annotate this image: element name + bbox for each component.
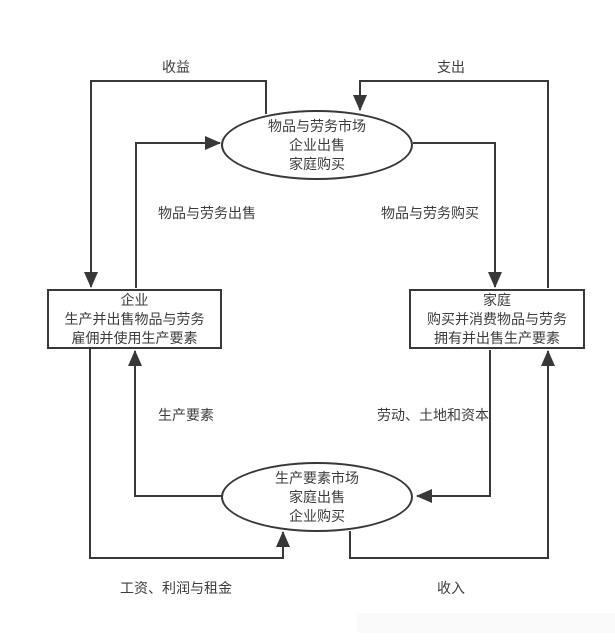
label-labor-land-capital: 劳动、土地和资本: [377, 407, 489, 423]
edge-wages: [89, 349, 290, 559]
node-goods-market: 物品与劳务市场 企业出售 家庭购买: [221, 110, 413, 180]
node-firms-line3: 雇佣并使用生产要素: [71, 329, 198, 346]
node-households: 家庭 购买并消费物品与劳务 拥有并出售生产要素: [409, 289, 585, 349]
bottom-gray-band: [357, 613, 615, 633]
edge-income: [349, 350, 555, 559]
node-factor-market-line3: 企业购买: [289, 507, 345, 524]
edge-goods-bought: [413, 142, 502, 288]
node-households-line3: 拥有并出售生产要素: [434, 329, 560, 346]
edge-revenue: [84, 80, 267, 288]
node-households-title: 家庭: [483, 291, 511, 308]
label-revenue: 收益: [162, 59, 190, 75]
node-factor-market-line2: 家庭出售: [289, 488, 345, 505]
node-firms-title: 企业: [120, 291, 149, 308]
label-spending: 支出: [437, 59, 465, 75]
node-firms: 企业 生产并出售物品与劳务 雇佣并使用生产要素: [47, 289, 222, 349]
node-goods-market-line2: 企业出售: [289, 136, 345, 153]
edge-factors: [128, 350, 222, 497]
label-wages-profit-rent: 工资、利润与租金: [120, 580, 232, 596]
edge-spending: [353, 80, 549, 288]
node-firms-line2: 生产并出售物品与劳务: [64, 310, 205, 327]
edge-goods-sold: [135, 136, 221, 288]
label-factors: 生产要素: [158, 407, 214, 423]
node-goods-market-line3: 家庭购买: [289, 155, 345, 172]
edge-labor: [416, 350, 491, 503]
label-goods-bought: 物品与劳务购买: [381, 205, 479, 221]
node-factor-market: 生产要素市场 家庭出售 企业购买: [221, 462, 413, 532]
node-factor-market-title: 生产要素市场: [275, 469, 359, 486]
label-goods-sold: 物品与劳务出售: [158, 205, 256, 221]
label-income: 收入: [437, 580, 465, 596]
node-goods-market-title: 物品与劳务市场: [268, 117, 366, 134]
node-households-line2: 购买并消费物品与劳务: [427, 310, 567, 327]
